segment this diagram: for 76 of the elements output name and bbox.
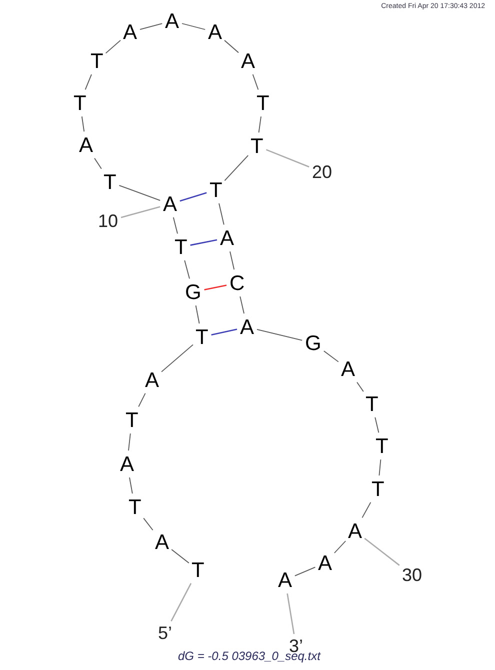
position-number: 10	[97, 211, 120, 231]
leader-line	[286, 593, 295, 634]
nucleotide-letter: T	[256, 92, 270, 114]
nucleotide-letter: A	[240, 50, 256, 72]
backbone-line	[323, 350, 339, 362]
backbone-line	[374, 416, 380, 434]
backbone-line	[84, 74, 92, 90]
backbone-line	[94, 158, 102, 170]
nucleotide-letter: T	[128, 496, 142, 518]
backbone-line	[356, 382, 364, 392]
backbone-line	[362, 502, 372, 518]
nucleotide-letter: G	[304, 332, 322, 354]
nucleotide-letter: T	[72, 92, 88, 114]
backbone-line	[140, 23, 163, 30]
backbone-line	[195, 305, 200, 324]
backbone-line	[240, 296, 244, 314]
nucleotide-letter: C	[228, 272, 246, 294]
backbone-line	[138, 392, 146, 408]
nucleotide-letter: T	[364, 392, 380, 416]
leader-line	[120, 206, 160, 218]
nucleotide-letter: A	[219, 226, 236, 250]
backbone-line	[184, 260, 190, 280]
nucleotide-letter: A	[347, 520, 364, 542]
nucleotide-letter: A	[340, 358, 356, 380]
backbone-line	[143, 518, 154, 531]
position-number: 20	[311, 162, 334, 182]
nucleotide-letter: G	[184, 280, 202, 304]
nucleotide-letter: A	[164, 10, 180, 32]
backbone-line	[294, 566, 316, 576]
base-pair-line	[204, 284, 227, 290]
backbone-line	[334, 540, 346, 554]
nucleotide-letter: T	[102, 170, 118, 194]
nucleotide-letter: A	[144, 368, 160, 392]
backbone-line	[172, 216, 178, 234]
nucleotide-letter: A	[119, 452, 136, 476]
nucleotide-letter: A	[154, 530, 170, 554]
nucleotide-letter: A	[78, 134, 94, 156]
backbone-line	[182, 23, 206, 30]
backbone-line	[224, 40, 239, 54]
backbone-line	[129, 477, 133, 494]
position-number: 30	[401, 565, 424, 585]
backbone-line	[378, 459, 382, 476]
backbone-line	[128, 433, 131, 451]
nucleotide-letter: A	[239, 316, 256, 338]
nucleotide-letter: A	[122, 20, 138, 44]
leader-line	[266, 149, 310, 168]
nucleotide-letter: T	[174, 236, 188, 258]
backbone-line	[81, 116, 85, 132]
base-pair-line	[190, 239, 218, 246]
nucleotide-letter: A	[277, 568, 294, 592]
base-pair-line	[180, 192, 207, 202]
leader-line	[170, 583, 192, 622]
backbone-line	[118, 184, 161, 201]
nucleotide-letter: A	[317, 552, 334, 574]
nucleotide-letter: T	[370, 478, 386, 500]
backbone-line	[224, 154, 249, 182]
backbone-line	[218, 202, 224, 226]
nucleotide-letter: T	[190, 558, 206, 582]
backbone-line	[230, 251, 235, 270]
nucleotide-letter: T	[124, 408, 140, 432]
position-number: 5’	[157, 623, 174, 643]
backbone-line	[171, 549, 190, 564]
backbone-line	[105, 40, 121, 54]
nucleotide-letter: A	[207, 20, 224, 44]
backbone-line	[256, 328, 303, 341]
base-pair-line	[211, 328, 238, 336]
backbone-line	[161, 344, 194, 372]
nucleotide-letter: T	[194, 326, 210, 348]
nucleotide-letter: T	[374, 434, 390, 458]
nucleotide-letter: T	[208, 178, 224, 202]
leader-line	[364, 538, 400, 566]
backbone-line	[252, 74, 259, 90]
backbone-line	[258, 116, 262, 133]
nucleotide-letter: T	[90, 50, 104, 72]
nucleotide-letter: T	[250, 134, 264, 158]
nucleotide-letter: A	[162, 192, 178, 216]
